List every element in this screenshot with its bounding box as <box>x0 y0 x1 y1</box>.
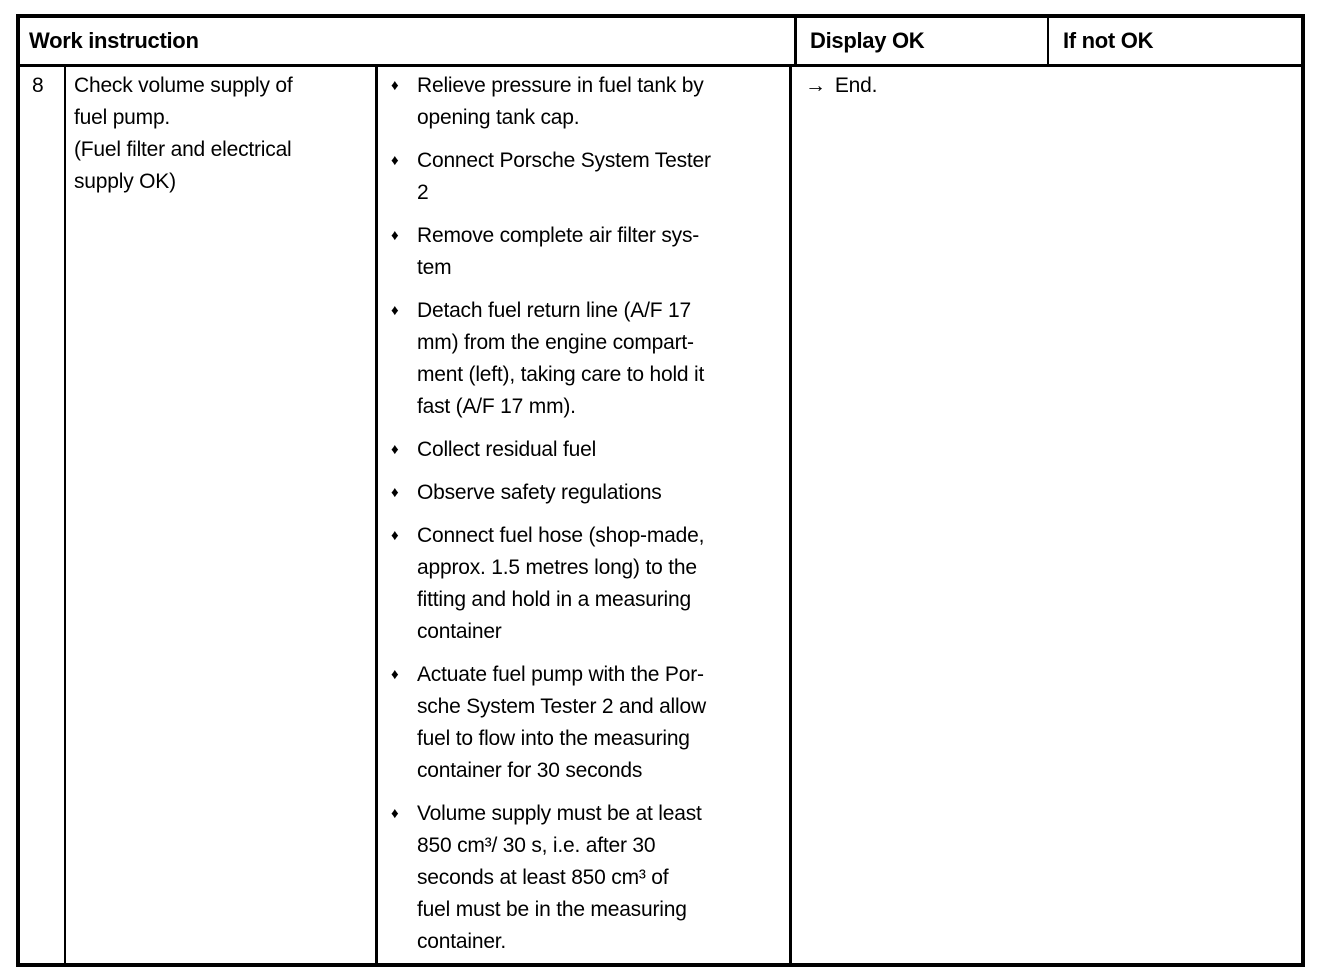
diamond-bullet-icon: ♦ <box>391 484 399 501</box>
header-if-not-ok: If not OK <box>1063 28 1154 53</box>
procedure-step-text: Collect residual fuel <box>417 438 597 461</box>
procedure-step-text: Volume supply must be at least 850 cm³/ … <box>417 802 702 953</box>
procedure-step-text: Observe safety regulations <box>417 481 662 504</box>
procedure-step: ♦ Connect Porsche System Tester 2 <box>378 145 789 209</box>
procedure-step-text: Actuate fuel pump with the Por- sche Sys… <box>417 663 706 782</box>
procedure-step-text: Detach fuel return line (A/F 17 mm) from… <box>417 299 705 418</box>
work-instruction-table: Work instruction Display OK If not OK 8 … <box>16 14 1305 967</box>
procedure-step-text: Connect Porsche System Tester 2 <box>417 149 711 204</box>
diamond-bullet-icon: ♦ <box>391 302 399 319</box>
diamond-bullet-icon: ♦ <box>391 527 399 544</box>
procedure-step-text: Connect fuel hose (shop-made, approx. 1.… <box>417 524 705 643</box>
procedure-step: ♦ Remove complete air filter sys- tem <box>378 220 789 284</box>
diamond-bullet-icon: ♦ <box>391 805 399 822</box>
procedure-step-text: Relieve pressure in fuel tank by opening… <box>417 74 704 129</box>
procedure-step: ♦ Collect residual fuel <box>378 434 789 466</box>
display-ok-result: End. <box>834 74 878 97</box>
procedure-step: ♦ Observe safety regulations <box>378 477 789 509</box>
diamond-bullet-icon: ♦ <box>391 227 399 244</box>
procedure-step: ♦ Volume supply must be at least 850 cm³/… <box>378 798 789 958</box>
procedure-step: ♦ Connect fuel hose (shop-made, approx. 1… <box>378 520 789 648</box>
display-ok-cell: → End. <box>792 67 1046 963</box>
diamond-bullet-icon: ♦ <box>391 152 399 169</box>
procedure-step-text: Remove complete air filter sys- tem <box>417 224 700 279</box>
diamond-bullet-icon: ♦ <box>391 441 399 458</box>
table-row: 8 Check volume supply of fuel pump. (Fue… <box>20 67 1301 963</box>
header-work-instruction: Work instruction <box>20 18 797 64</box>
procedure-step: ♦ Relieve pressure in fuel tank by openin… <box>378 70 789 134</box>
procedure-step: ♦ Actuate fuel pump with the Por- sche Sy… <box>378 659 789 787</box>
procedure-step: ♦ Detach fuel return line (A/F 17 mm) fro… <box>378 295 789 423</box>
header-display-ok: Display OK <box>797 18 1049 64</box>
right-arrow-icon: → <box>805 74 826 97</box>
if-not-ok-cell <box>1046 67 1301 963</box>
task-description-cell: Check volume supply of fuel pump. (Fuel … <box>66 67 378 963</box>
table-header-row: Work instruction Display OK If not OK <box>20 18 1301 67</box>
diamond-bullet-icon: ♦ <box>391 77 399 94</box>
diamond-bullet-icon: ♦ <box>391 666 399 683</box>
procedure-steps-cell: ♦ Relieve pressure in fuel tank by openin… <box>378 67 792 963</box>
procedure-step-list: ♦ Relieve pressure in fuel tank by openin… <box>378 70 789 958</box>
step-number-cell: 8 <box>20 67 66 963</box>
